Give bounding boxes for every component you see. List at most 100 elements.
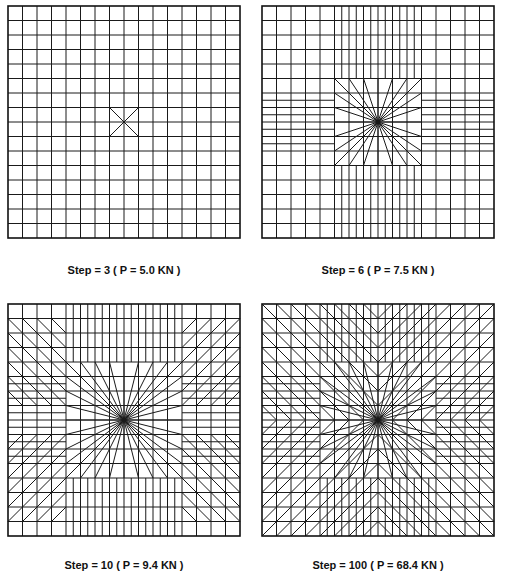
mesh-line xyxy=(364,449,379,464)
mesh-line xyxy=(52,464,67,479)
mesh-line xyxy=(399,304,400,362)
mesh-line xyxy=(291,406,306,421)
mesh-line xyxy=(364,122,379,166)
mesh-line xyxy=(23,507,38,522)
mesh-line xyxy=(320,420,378,478)
mesh-line xyxy=(436,435,451,450)
mesh-line xyxy=(349,420,364,435)
mesh-line xyxy=(66,406,124,421)
mesh-line xyxy=(393,522,408,537)
mesh-line xyxy=(414,478,415,536)
mesh-line xyxy=(393,377,408,392)
mesh-line xyxy=(378,406,393,421)
mesh-line xyxy=(320,478,335,493)
mesh-line xyxy=(364,362,379,420)
mesh-line xyxy=(320,348,335,363)
mesh-line xyxy=(407,406,422,421)
mesh-line xyxy=(320,420,378,464)
mesh-line xyxy=(451,406,466,421)
mesh-line xyxy=(335,406,350,421)
mesh-line xyxy=(8,412,66,413)
mesh-line xyxy=(8,165,240,166)
mesh-line xyxy=(8,493,23,508)
mesh-line xyxy=(320,420,378,478)
mesh-line xyxy=(262,362,277,377)
mesh-line xyxy=(306,319,321,334)
mesh-line xyxy=(124,362,125,420)
mesh-line xyxy=(197,377,212,392)
mesh-line xyxy=(211,362,226,377)
mesh-line xyxy=(465,449,480,464)
mesh-line xyxy=(349,478,364,493)
mesh-line xyxy=(182,333,197,348)
mesh-line xyxy=(226,377,241,392)
mesh-line xyxy=(196,304,197,536)
mesh-line xyxy=(436,391,451,406)
mesh-panel xyxy=(8,6,240,238)
mesh-line xyxy=(262,348,277,363)
mesh-line xyxy=(226,435,241,450)
mesh-line xyxy=(341,6,342,79)
mesh-line xyxy=(211,464,226,479)
mesh-line xyxy=(262,319,277,334)
mesh-line xyxy=(8,507,240,508)
mesh-line xyxy=(335,79,379,123)
mesh-line xyxy=(8,319,23,334)
mesh-line xyxy=(124,391,182,420)
mesh-line xyxy=(480,420,495,435)
mesh-line xyxy=(66,362,124,420)
mesh-line xyxy=(378,420,436,464)
mesh-line xyxy=(364,420,379,435)
mesh-line xyxy=(436,522,451,537)
mesh-line xyxy=(262,333,277,348)
mesh-line xyxy=(8,391,23,406)
mesh-line xyxy=(378,122,422,166)
mesh-line xyxy=(182,464,197,479)
mesh-line xyxy=(341,166,342,239)
mesh-line xyxy=(226,362,241,377)
mesh-line xyxy=(124,362,139,420)
mesh-line xyxy=(197,449,212,464)
mesh-line xyxy=(52,478,67,493)
mesh-line xyxy=(320,319,335,334)
mesh-line xyxy=(37,348,52,363)
mesh-line xyxy=(356,478,357,536)
mesh-line xyxy=(335,449,350,464)
mesh-line xyxy=(436,406,451,421)
mesh-line xyxy=(262,143,335,144)
mesh-line xyxy=(378,464,393,479)
mesh-line xyxy=(182,478,197,493)
mesh-line xyxy=(262,114,335,115)
mesh-line xyxy=(378,79,422,123)
mesh-line xyxy=(465,304,480,319)
mesh-line xyxy=(451,522,466,537)
mesh-line xyxy=(277,449,292,464)
mesh-line xyxy=(23,348,38,363)
mesh-line xyxy=(407,435,422,450)
mesh-line xyxy=(211,377,226,392)
mesh-line xyxy=(335,507,350,522)
mesh-line xyxy=(226,464,241,479)
mesh-line xyxy=(167,6,168,238)
mesh-line xyxy=(465,435,480,450)
mesh-line xyxy=(393,406,408,421)
mesh-line xyxy=(320,420,335,435)
mesh-line xyxy=(262,194,494,195)
mesh-line xyxy=(378,449,393,464)
mesh-line xyxy=(211,333,226,348)
mesh-line xyxy=(306,522,321,537)
mesh-line xyxy=(422,507,437,522)
mesh-line xyxy=(407,493,422,508)
mesh-line xyxy=(422,129,495,130)
mesh-line xyxy=(335,108,379,123)
mesh-line xyxy=(211,304,212,536)
mesh-line xyxy=(66,420,124,464)
mesh-line xyxy=(465,6,466,238)
mesh-line xyxy=(393,420,408,435)
mesh-line xyxy=(37,333,52,348)
mesh-line xyxy=(320,406,378,421)
mesh-line xyxy=(182,412,240,413)
mesh-line xyxy=(145,304,146,362)
mesh-line xyxy=(480,377,495,392)
mesh-line xyxy=(182,398,240,399)
